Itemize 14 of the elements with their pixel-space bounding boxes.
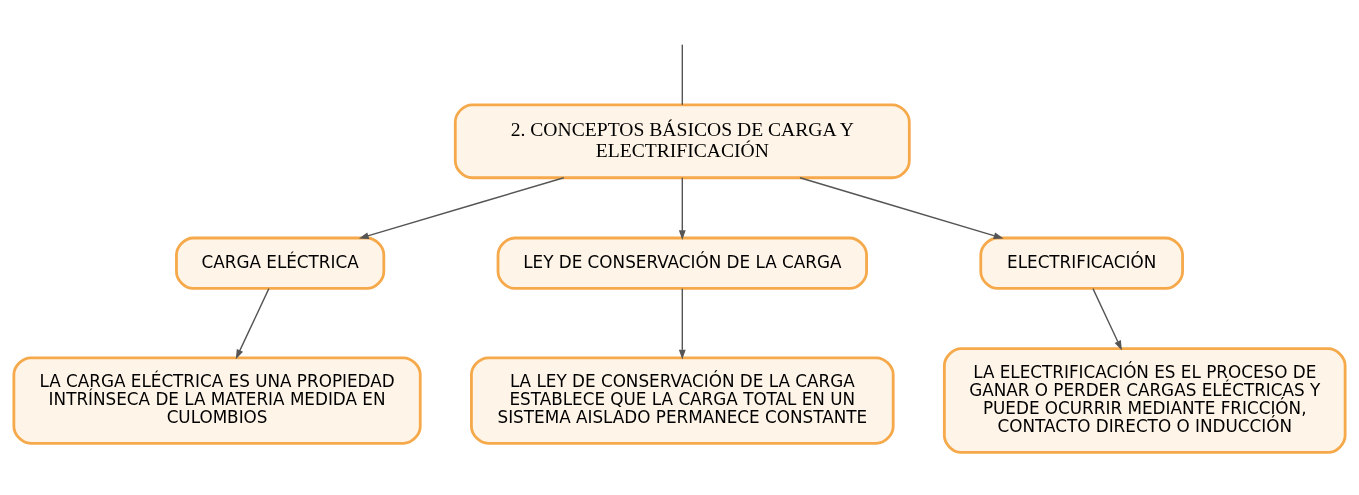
node-box: LA LEY DE CONSERVACIÓN DE LA CARGA ESTABLECE QUE LA CARGA TOTAL EN UN SISTEMA AISLADO PERMANECE CONSTANTE — [470, 355, 895, 445]
arrow — [1092, 287, 1122, 350]
arrow — [678, 287, 686, 359]
node-box: LEY DE CONSERVACIÓN DE LA CARGA — [496, 236, 868, 290]
arrow — [358, 176, 565, 239]
node-box: ELECTRIFICACIÓN — [979, 236, 1184, 290]
arrow — [235, 287, 270, 359]
node-box: CARGA ELÉCTRICA — [175, 236, 386, 290]
node-box: LA ELECTRIFICACIÓN ES EL PROCESO DE GANAR O PERDER CARGAS ELÉCTRICAS Y PUEDE OCURRIR MEDIANTE FRICCIÓN, CONTACTO DIRECTO O INDUCCIÓN — [942, 346, 1347, 454]
node-box: 2. CONCEPTOS BÁSICOS DE CARGA Y ELECTRIFICACIÓN — [453, 102, 911, 179]
connector — [681, 43, 683, 105]
node-box: LA CARGA ELÉCTRICA ES UNA PROPIEDAD INTRÍNSECA DE LA MATERIA MEDIDA EN CULOMBIOS — [12, 355, 422, 445]
arrow — [678, 176, 686, 240]
arrow — [799, 176, 1004, 239]
